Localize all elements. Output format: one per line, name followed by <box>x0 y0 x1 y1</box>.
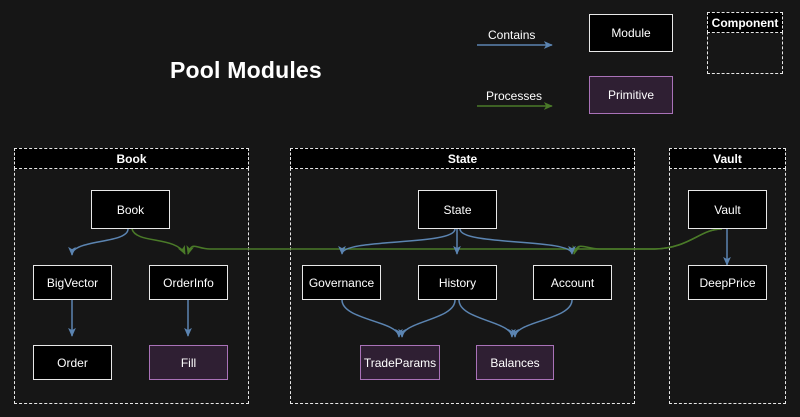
edge-book-bigvector <box>68 228 129 256</box>
node-account[interactable]: Account <box>533 265 612 300</box>
node-tradeparams[interactable]: TradeParams <box>360 345 440 380</box>
node-vault-label: Vault <box>714 202 741 217</box>
node-tradeparams-label: TradeParams <box>363 355 437 370</box>
node-fill-label: Fill <box>180 355 197 370</box>
container-book-label: Book <box>116 151 147 166</box>
legend-contains-label: Contains <box>488 28 536 42</box>
edge-history-balances <box>458 299 516 338</box>
node-deepprice-label: DeepPrice <box>699 275 756 290</box>
edge-vault-orderinfo <box>186 228 723 255</box>
node-book-label: Book <box>116 202 145 217</box>
container-vault-header: Vault <box>669 148 786 169</box>
page-title: Pool Modules <box>170 57 322 83</box>
edge-account-balances <box>511 299 573 338</box>
node-state[interactable]: State <box>418 190 497 229</box>
legend-module-box: Module <box>589 14 673 52</box>
legend-primitive-box: Primitive <box>589 76 673 114</box>
legend-component-header: Component <box>707 12 783 33</box>
node-history-label: History <box>438 275 477 290</box>
node-history[interactable]: History <box>418 265 497 300</box>
node-state-label: State <box>443 202 472 217</box>
edge-book-orderinfo <box>131 228 186 255</box>
container-vault-label: Vault <box>713 151 742 166</box>
edge-governance-tradeparams <box>341 299 403 338</box>
legend-component-label: Component <box>711 15 779 30</box>
node-bigvector[interactable]: BigVector <box>33 265 112 300</box>
node-governance[interactable]: Governance <box>302 265 381 300</box>
legend-processes-label: Processes <box>486 89 543 103</box>
edge-history-tradeparams <box>398 299 456 338</box>
node-orderinfo[interactable]: OrderInfo <box>149 265 228 300</box>
node-balances[interactable]: Balances <box>476 345 554 380</box>
node-book[interactable]: Book <box>91 190 170 229</box>
container-state-header: State <box>290 148 635 169</box>
node-deepprice[interactable]: DeepPrice <box>688 265 767 300</box>
edge-vault-account <box>572 228 723 255</box>
container-state-label: State <box>447 151 478 166</box>
node-bigvector-label: BigVector <box>46 275 99 290</box>
node-orderinfo-label: OrderInfo <box>163 275 214 290</box>
container-book-header: Book <box>14 148 249 169</box>
node-order-label: Order <box>57 355 88 370</box>
node-order[interactable]: Order <box>33 345 112 380</box>
legend-primitive-label: Primitive <box>607 88 654 102</box>
node-fill[interactable]: Fill <box>149 345 228 380</box>
node-account-label: Account <box>550 275 595 290</box>
edge-state-account <box>459 228 576 255</box>
node-vault[interactable]: Vault <box>688 190 767 229</box>
node-governance-label: Governance <box>308 275 375 290</box>
legend-module-label: Module <box>611 26 651 40</box>
edge-state-governance <box>338 228 456 255</box>
node-balances-label: Balances <box>490 355 540 370</box>
